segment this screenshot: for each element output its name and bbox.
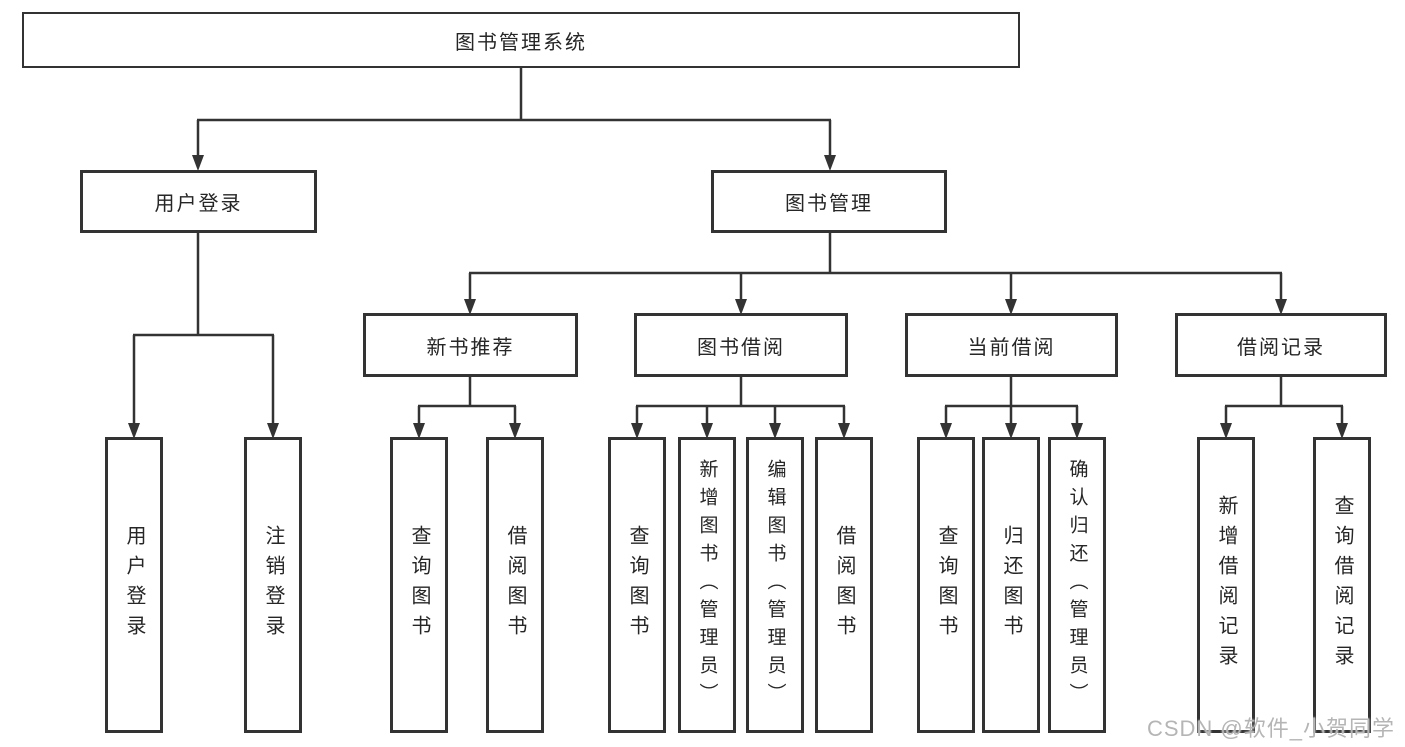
leaf-recommend-borrow-book: 借阅图书 (486, 437, 544, 733)
leaf-current-query-book: 查询图书 (917, 437, 975, 733)
leaf-return-book: 归还图书 (982, 437, 1040, 733)
leaf-query-borrow-record: 查询借阅记录 (1313, 437, 1371, 733)
leaf-borrow-book-label: 借阅图书 (833, 525, 855, 645)
leaf-recommend-query-book: 查询图书 (390, 437, 448, 733)
leaf-current-query-book-label: 查询图书 (935, 525, 957, 645)
leaf-recommend-query-book-label: 查询图书 (408, 525, 430, 645)
connector-book-branch (468, 231, 1283, 300)
node-book-borrow: 图书借阅 (634, 313, 848, 377)
node-borrow-records-label: 借阅记录 (1237, 336, 1325, 359)
leaf-add-borrow-record: 新增借阅记录 (1197, 437, 1255, 733)
leaf-borrow-book: 借阅图书 (815, 437, 873, 733)
node-borrow-records: 借阅记录 (1175, 313, 1387, 377)
connector-recommend-branch (417, 375, 517, 424)
leaf-return-book-label: 归还图书 (1000, 525, 1022, 645)
leaf-add-book-admin-label: 新增图书（管理员） (696, 459, 718, 711)
node-root-system: 图书管理系统 (22, 12, 1020, 68)
node-root-label: 图书管理系统 (455, 31, 587, 54)
connector-records-branch (1224, 375, 1344, 424)
leaf-confirm-return-admin: 确认归还（管理员） (1048, 437, 1106, 733)
node-user-login-label: 用户登录 (154, 193, 243, 215)
node-book-management: 图书管理 (711, 170, 947, 233)
connector-current-branch (944, 375, 1079, 424)
leaf-logout-label: 注销登录 (262, 525, 284, 645)
node-book-borrow-label: 图书借阅 (697, 336, 785, 359)
node-new-book-recommend: 新书推荐 (363, 313, 578, 377)
connector-root (196, 66, 832, 158)
leaf-add-book-admin: 新增图书（管理员） (678, 437, 736, 733)
leaf-confirm-return-admin-label: 确认归还（管理员） (1066, 459, 1088, 711)
leaf-edit-book-admin: 编辑图书（管理员） (746, 437, 804, 733)
node-user-login: 用户登录 (80, 170, 317, 233)
leaf-query-borrow-record-label: 查询借阅记录 (1331, 495, 1353, 675)
leaf-user-login-label: 用户登录 (123, 525, 145, 645)
leaf-edit-book-admin-label: 编辑图书（管理员） (764, 459, 786, 711)
leaf-add-borrow-record-label: 新增借阅记录 (1215, 495, 1237, 675)
csdn-watermark: CSDN @软件_小贺同学 (1146, 716, 1395, 741)
leaf-borrow-query-book-label: 查询图书 (626, 525, 648, 645)
connector-user-branch (132, 231, 275, 424)
node-book-management-label: 图书管理 (785, 193, 873, 215)
connector-borrow-branch (635, 375, 846, 424)
node-new-book-recommend-label: 新书推荐 (426, 336, 515, 359)
node-current-borrow-label: 当前借阅 (967, 336, 1056, 359)
leaf-borrow-query-book: 查询图书 (608, 437, 666, 733)
leaf-recommend-borrow-book-label: 借阅图书 (504, 525, 526, 645)
leaf-logout: 注销登录 (244, 437, 302, 733)
node-current-borrow: 当前借阅 (905, 313, 1118, 377)
leaf-user-login: 用户登录 (105, 437, 163, 733)
